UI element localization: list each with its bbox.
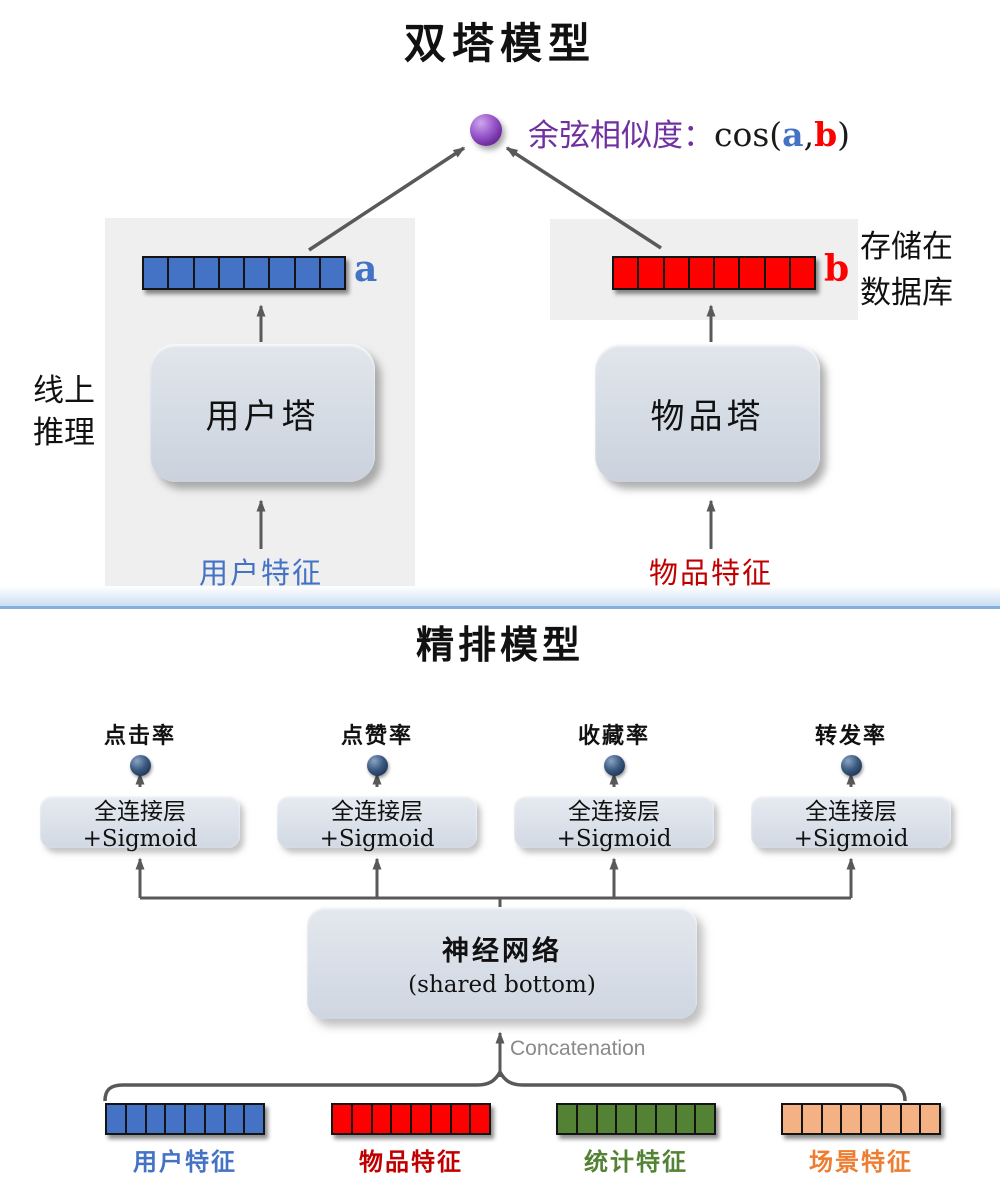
favorite-fc-label: 全连接层+Sigmoid — [556, 799, 672, 852]
item-tower-box: 物品塔 — [595, 344, 820, 482]
user-feature-vector — [105, 1103, 265, 1135]
storage-line1: 存储在 — [860, 229, 953, 265]
item-feature-label: 物品特征 — [359, 1147, 463, 1176]
concat-brace — [103, 1068, 907, 1102]
vector-b-label: b — [824, 248, 850, 290]
ranking-title: 精排模型 — [415, 622, 584, 667]
formula-close: ) — [837, 115, 851, 154]
formula-comma: , — [803, 115, 815, 154]
favorite-output-node — [603, 755, 625, 776]
formula-arg-a: a — [782, 115, 804, 154]
user-tower-box: 用户塔 — [150, 344, 375, 482]
vector-a-label: a — [354, 248, 378, 290]
online-line1: 线上 — [33, 373, 95, 409]
two-tower-title: 双塔模型 — [403, 19, 596, 68]
cosine-similarity-node — [470, 114, 502, 146]
user-feature-label: 用户特征 — [133, 1147, 237, 1176]
ctr-fc-box: 全连接层+Sigmoid — [40, 796, 240, 852]
cosine-formula: 余弦相似度：cos(a,b) — [528, 110, 850, 155]
storage-annotation: 存储在 数据库 — [860, 224, 992, 316]
head-column-ctr: 点击率 全连接层+Sigmoid — [40, 718, 240, 852]
formula-arg-b: b — [814, 115, 838, 154]
user-embedding-vector — [142, 256, 346, 290]
item-feature-vector — [331, 1103, 491, 1135]
ctr-fc-label: 全连接层+Sigmoid — [82, 799, 198, 852]
item-features-label: 物品特征 — [648, 556, 773, 590]
scene-feature-label: 场景特征 — [809, 1147, 913, 1176]
stat-feature-label: 统计特征 — [584, 1147, 688, 1176]
favorite-label: 收藏率 — [577, 723, 650, 749]
online-inference-annotation: 线上 推理 — [14, 370, 114, 454]
stat-feature-vector — [556, 1103, 716, 1135]
share-fc-box: 全连接层+Sigmoid — [751, 796, 951, 852]
formula-prefix: 余弦相似度： — [528, 118, 714, 154]
user-features-label: 用户特征 — [198, 556, 323, 590]
head-column-share: 转发率 全连接层+Sigmoid — [751, 718, 951, 852]
like-label: 点赞率 — [340, 723, 413, 749]
section-divider — [0, 586, 1000, 609]
user-tower-label: 用户塔 — [205, 396, 320, 437]
shared-bottom-box: 神经网络 (shared bottom) — [307, 907, 697, 1019]
online-line2: 推理 — [33, 415, 95, 451]
storage-line2: 数据库 — [860, 275, 953, 311]
favorite-fc-box: 全连接层+Sigmoid — [514, 796, 714, 852]
head-column-favorite: 收藏率 全连接层+Sigmoid — [514, 718, 714, 852]
share-output-node — [840, 755, 862, 776]
item-embedding-vector — [612, 256, 816, 290]
like-output-node — [366, 755, 388, 776]
shared-bottom-title: 神经网络 — [442, 935, 562, 967]
ctr-label: 点击率 — [103, 723, 176, 749]
ctr-output-node — [129, 755, 151, 776]
like-fc-box: 全连接层+Sigmoid — [277, 796, 477, 852]
share-label: 转发率 — [814, 723, 887, 749]
formula-cos: cos( — [714, 115, 783, 154]
like-fc-label: 全连接层+Sigmoid — [319, 799, 435, 852]
item-tower-label: 物品塔 — [650, 396, 765, 437]
head-column-like: 点赞率 全连接层+Sigmoid — [277, 718, 477, 852]
concatenation-label: Concatenation — [510, 1037, 646, 1060]
scene-feature-vector — [781, 1103, 941, 1135]
shared-bottom-subtitle: (shared bottom) — [408, 971, 596, 998]
share-fc-label: 全连接层+Sigmoid — [793, 799, 909, 852]
